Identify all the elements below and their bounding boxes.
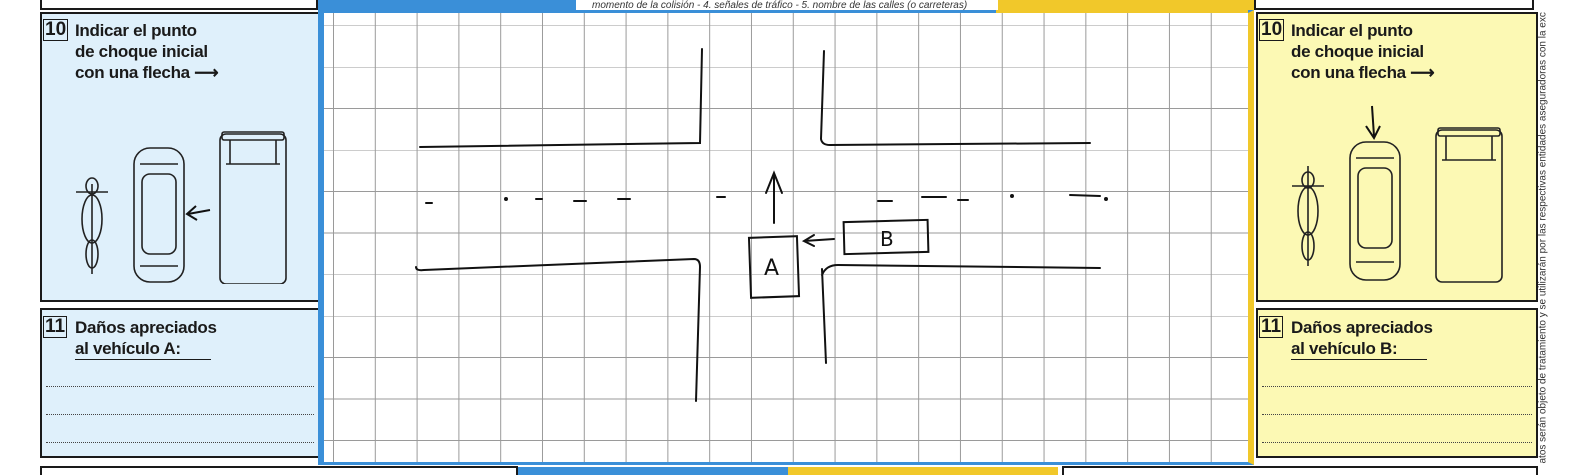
damage-line-3[interactable]	[46, 442, 314, 443]
arrow-right-icon: ⟶	[1410, 63, 1435, 82]
vehicle-b-direction-arrow	[801, 234, 835, 247]
arrow-right-icon: ⟶	[194, 63, 219, 82]
center-line	[425, 194, 1108, 204]
vehicle-b-box	[842, 218, 930, 256]
bottom-box-right	[1062, 466, 1538, 475]
vehicle-silhouettes	[76, 131, 287, 284]
road-edge-upper-left	[419, 48, 703, 148]
van-icon	[219, 131, 287, 284]
damage-line-1[interactable]	[1262, 386, 1532, 387]
vehicle-a-direction-arrow	[765, 170, 783, 224]
top-blue-bar	[318, 0, 576, 10]
section-number: 11	[1259, 316, 1284, 338]
motorcycle-icon	[1292, 166, 1324, 266]
impact-arrow-icon	[185, 205, 211, 221]
damage-line-3[interactable]	[1262, 442, 1532, 443]
panel-b-section11: 11 Daños apreciados al vehículo B:	[1256, 308, 1538, 458]
yellow-top-border	[996, 10, 1248, 13]
panel-a-section10: 10 Indicar el punto de choque inicial co…	[40, 12, 320, 302]
damage-line-2[interactable]	[1262, 414, 1532, 415]
sketch-area[interactable]: A B	[318, 10, 1254, 465]
vehicle-a-label: A	[764, 256, 779, 281]
section-title: Indicar el punto de choque inicial con u…	[75, 21, 219, 82]
vehicle-b-label: B	[880, 227, 894, 251]
van-icon	[1435, 127, 1503, 283]
motorcycle-icon	[76, 177, 108, 274]
section-number: 10	[1259, 19, 1285, 41]
car-icon	[1349, 141, 1401, 281]
accident-sketch: A B	[415, 48, 1108, 402]
bottom-blue-bar	[518, 467, 788, 475]
road-edge-lower-left	[415, 257, 702, 402]
impact-arrow-icon	[1365, 105, 1381, 140]
road-edge-lower-right	[821, 263, 1101, 364]
top-box-left	[40, 0, 318, 10]
car-icon	[133, 147, 185, 283]
damage-line-2[interactable]	[46, 414, 314, 415]
vehicle-a-box	[747, 235, 801, 299]
section-number: 10	[43, 19, 69, 41]
instructions-text: momento de la colisión - 4. señales de t…	[592, 0, 968, 11]
damage-line-1[interactable]	[46, 386, 314, 387]
panel-b-section10: 10 Indicar el punto de choque inicial co…	[1256, 12, 1538, 302]
top-yellow-bar	[998, 0, 1254, 10]
bottom-yellow-bar	[788, 467, 1058, 475]
panel-a-section11: 11 Daños apreciados al vehículo A:	[40, 308, 320, 458]
section-title: Daños apreciados al vehículo B:	[1291, 318, 1433, 360]
legal-side-text: atos serán objeto de tratamiento y se ut…	[1537, 12, 1549, 464]
section-number: 11	[43, 316, 68, 338]
section-title: Daños apreciados al vehículo A:	[75, 318, 217, 360]
bottom-box-left	[40, 466, 518, 475]
road-edge-upper-right	[819, 50, 1091, 147]
vehicle-silhouettes	[1292, 105, 1503, 283]
section-title: Indicar el punto de choque inicial con u…	[1291, 21, 1435, 82]
top-box-right	[1254, 0, 1534, 10]
